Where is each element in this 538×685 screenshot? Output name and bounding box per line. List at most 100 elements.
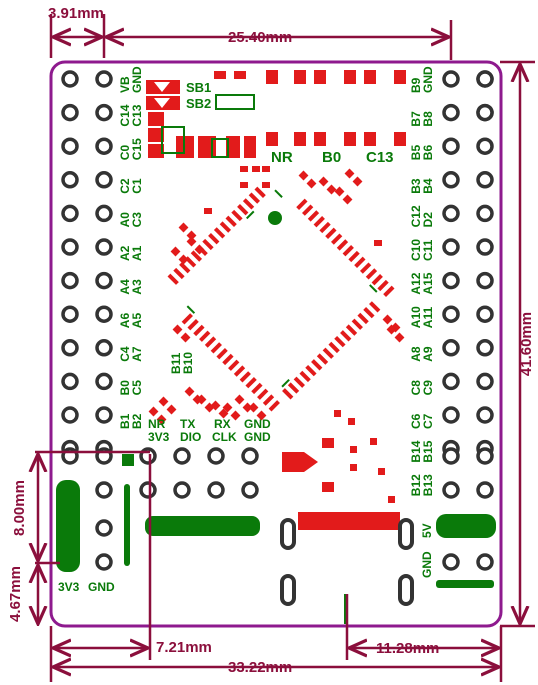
chip-pin (268, 400, 280, 412)
chip-pin (257, 388, 269, 400)
dim-board-width: 33.22mm (228, 659, 292, 676)
dim-board-height: 41.60mm (518, 312, 535, 376)
label-sb1: SB1 (186, 80, 211, 95)
pin-hole (95, 553, 113, 571)
pin-hole (61, 103, 79, 122)
pin-hole (476, 204, 494, 223)
pin-hole (95, 406, 113, 424)
chip-pin (316, 353, 329, 365)
left-pin-label: C14 (118, 104, 132, 126)
pin-hole (476, 171, 494, 189)
pin-hole (476, 238, 494, 256)
chip-pin (210, 342, 222, 354)
pin-hole (95, 238, 113, 256)
pin1-marker (268, 211, 282, 225)
passive-pad (186, 236, 197, 247)
left-pin-label: A7 (130, 346, 144, 362)
pin-hole (476, 553, 494, 571)
pin-hole (442, 137, 460, 155)
passive-pad (306, 178, 317, 189)
passive-pad (158, 396, 169, 407)
right-pin-label: A11 (421, 307, 435, 329)
passive-pad (186, 230, 197, 241)
right-pin-label: B15 (421, 440, 435, 462)
chip-pin (307, 210, 320, 222)
passive-pad (234, 394, 245, 405)
left-pin-label: A3 (130, 279, 144, 295)
chip-pin (245, 376, 257, 389)
svg-text:3V3: 3V3 (148, 430, 170, 444)
chip-pin (251, 382, 263, 395)
passive-pad (382, 314, 393, 325)
pin-hole (61, 372, 79, 391)
right-pin-label: C6 (409, 413, 423, 429)
pin-hole (442, 481, 460, 499)
pin-hole (476, 305, 494, 323)
dim-header-height: 8.00mm (11, 480, 28, 536)
left-pin-label: A0 (118, 212, 132, 228)
passive-pad (148, 406, 159, 417)
passive-pad (334, 186, 345, 197)
passive-pad (184, 386, 195, 397)
pin-hole (95, 305, 113, 323)
right-pin-label: A10 (409, 306, 423, 328)
chip-pin (193, 324, 205, 337)
right-pin-label: D2 (421, 212, 435, 228)
pin-hole (476, 271, 494, 290)
pin-hole (61, 271, 79, 290)
right-pin-label: B3 (409, 178, 423, 194)
passive-pad (180, 332, 191, 343)
chip-pin (363, 306, 375, 319)
pin-hole (241, 447, 259, 465)
label-b0: B0 (322, 149, 341, 166)
left-pin-label: B0 (118, 380, 132, 396)
right-pin-label: B5 (409, 145, 423, 161)
pin-hole (95, 171, 113, 189)
chip-pin (213, 227, 226, 239)
passive-pad (210, 400, 221, 411)
chip-pin (254, 186, 266, 198)
dimension-lines (35, 14, 535, 682)
right-pin-label: B12 (409, 474, 423, 496)
passive-pad (326, 184, 337, 195)
pin-hole (139, 481, 157, 499)
pin-hole (207, 481, 225, 499)
chip-pin (302, 204, 314, 216)
chip-pin (202, 238, 214, 251)
label-5v: 5V (420, 523, 434, 538)
pin-hole (207, 447, 225, 465)
passive-pad (342, 194, 353, 205)
svg-text:GND: GND (244, 417, 271, 431)
left-pin-label: A6 (118, 313, 132, 329)
pin-hole (95, 137, 113, 155)
chip-pin (319, 221, 331, 234)
passive-pad (242, 402, 253, 413)
passive-pad (318, 176, 329, 187)
passive-pad (194, 244, 205, 255)
label-b10: B10 (181, 352, 195, 374)
dim-header-width: 7.21mm (156, 639, 212, 656)
passive-pad (156, 414, 167, 425)
pin-hole (442, 271, 460, 290)
pin-hole (95, 519, 113, 537)
left-pin-label: B1 (118, 413, 132, 429)
pin-hole (476, 406, 494, 424)
pin-hole (442, 447, 460, 465)
svg-text:TX: TX (180, 417, 195, 431)
chip-pin (237, 204, 249, 216)
passive-pad (352, 176, 363, 187)
pin-hole (61, 70, 79, 88)
pin-hole (476, 372, 494, 391)
left-pin-label: C15 (130, 138, 144, 160)
chip-pin (208, 233, 220, 245)
chip-pin (351, 318, 363, 330)
passive-components (148, 168, 405, 425)
chip-pin (305, 364, 317, 377)
right-pin-labels: B9GNDB7B8B5B6B3B4C12D2C10C11A12A15A10A11… (409, 66, 435, 496)
chip-pin (262, 394, 275, 406)
chip-pin (282, 388, 294, 400)
svg-text:DIO: DIO (180, 430, 201, 444)
svg-text:CLK: CLK (212, 430, 237, 444)
pin-hole (476, 70, 494, 88)
pin-hole (442, 553, 460, 571)
